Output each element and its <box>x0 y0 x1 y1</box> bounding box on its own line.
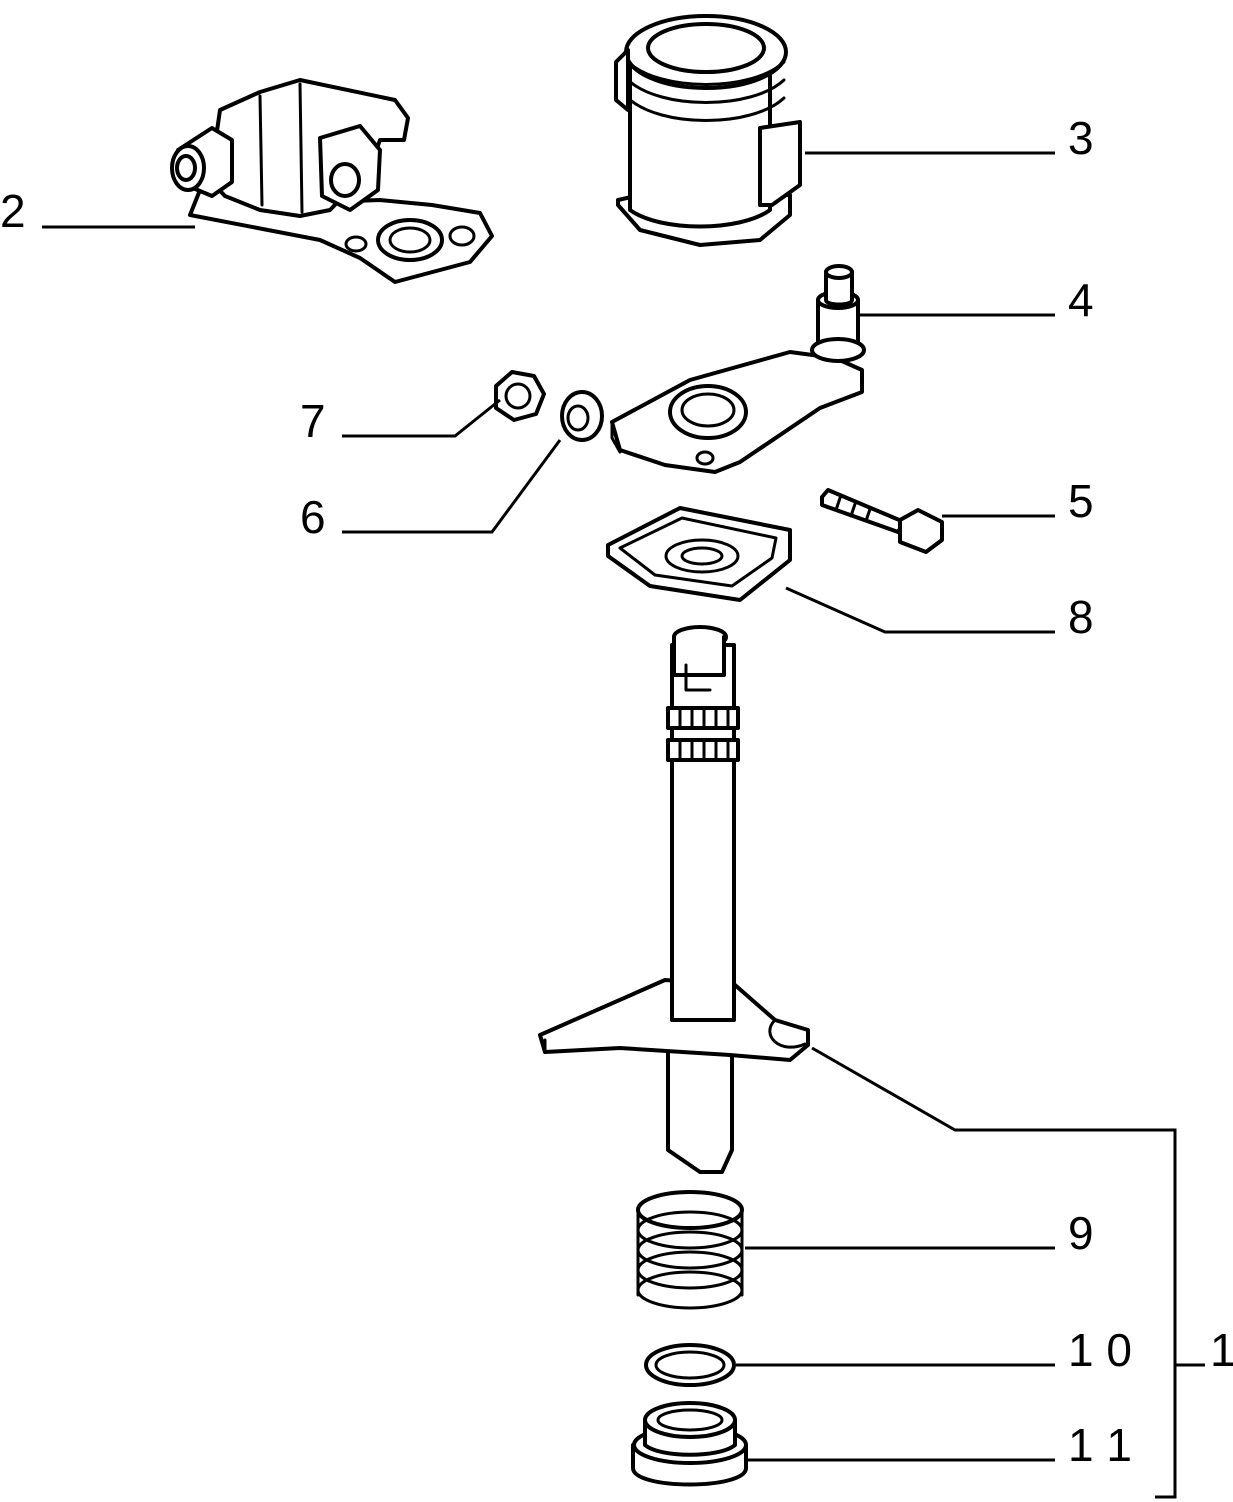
callout-3: 3 <box>1068 112 1094 164</box>
part-1-selector-shaft <box>538 625 810 1174</box>
part-9-spring <box>636 1190 744 1310</box>
part-6-washer <box>560 390 604 442</box>
part-4-selector-lever <box>610 264 866 474</box>
callout-7: 7 <box>300 395 326 447</box>
callout-5: 5 <box>1068 475 1094 527</box>
part-2-shift-housing <box>170 78 494 284</box>
part-11-bushing <box>631 1401 748 1487</box>
leader-lines <box>42 151 1205 1499</box>
callout-2: 2 <box>0 185 26 237</box>
callout-1: 1 <box>1210 1324 1233 1376</box>
part-3-cylinder-boot <box>614 14 802 247</box>
callout-4: 4 <box>1068 274 1094 326</box>
part-7-nut <box>494 370 546 422</box>
leader-8 <box>785 586 1055 634</box>
callout-labels: 1 2 3 4 5 6 7 8 9 1 0 1 1 <box>0 112 1233 1471</box>
part-8-gasket <box>606 506 792 602</box>
callout-9: 9 <box>1068 1207 1094 1259</box>
leader-1 <box>811 1046 1177 1499</box>
leader-6 <box>342 439 562 534</box>
callout-11: 1 1 <box>1068 1419 1132 1471</box>
callout-6: 6 <box>300 491 326 543</box>
callout-10: 1 0 <box>1068 1324 1132 1376</box>
part-5-bolt <box>820 488 944 554</box>
leader-7 <box>342 398 501 438</box>
part-10-o-ring <box>644 1343 736 1387</box>
callout-8: 8 <box>1068 591 1094 643</box>
